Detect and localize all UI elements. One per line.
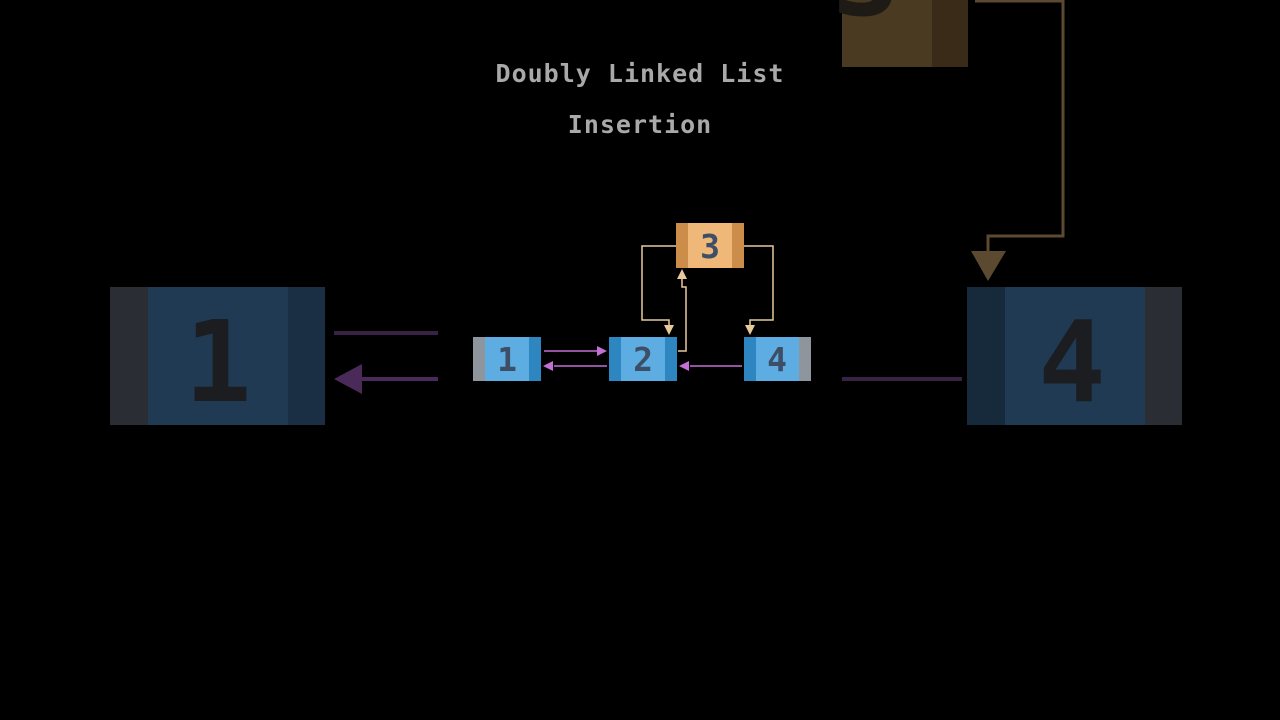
background-insert-arrowhead-icon: [971, 251, 1006, 281]
background-node-3: 3: [832, 0, 968, 67]
page-subtitle: Insertion: [567, 110, 713, 139]
node-3-body: [688, 223, 732, 268]
background-node-1-prev-cell: [110, 287, 148, 425]
background-node-1-body: [148, 287, 288, 425]
background-node-3-next-cell: [932, 0, 968, 67]
background-node-3-body: [842, 0, 932, 67]
next-arrowhead-1-to-2-icon: [597, 346, 607, 356]
node-1-next-pointer: [529, 337, 541, 381]
node-1-body: [485, 337, 529, 381]
background-node-4-label: 4: [1038, 298, 1105, 428]
node-2-label: 2: [633, 340, 653, 379]
node-2: 2: [609, 337, 677, 381]
background-prev-arrowhead-icon: [334, 364, 362, 394]
background-node-4-prev-cell: [967, 287, 1005, 425]
background-insert-link: [975, 0, 1065, 255]
node-4-next-pointer: [799, 337, 811, 381]
background-node-1-label: 1: [184, 298, 251, 428]
background-node-1-next-cell: [288, 287, 325, 425]
node-2-body: [621, 337, 665, 381]
node-4-label: 4: [767, 340, 787, 379]
node-3-next-pointer: [732, 223, 744, 268]
node-1-label: 1: [497, 340, 517, 379]
insert-prev-link-3-to-2: [641, 245, 676, 326]
page-title: Doubly Linked List: [495, 59, 785, 88]
background-node-4-body: [1005, 287, 1145, 425]
insert-link-arrowhead-icon: [745, 325, 755, 335]
node-3-label: 3: [700, 227, 720, 266]
background-node-3-label: 3: [832, 0, 899, 42]
insert-next-arrowhead-icon: [677, 269, 687, 279]
background-node-4-next-cell: [1145, 287, 1182, 425]
node-4-body: [756, 337, 799, 381]
insert-next-link-2-to-3: [678, 279, 687, 352]
node-3: 3: [676, 223, 744, 268]
node-2-prev-pointer: [609, 337, 621, 381]
node-3-prev-pointer: [676, 223, 688, 268]
node-4-prev-pointer: [744, 337, 756, 381]
node-4: 4: [744, 337, 811, 381]
node-1-prev-pointer: [473, 337, 485, 381]
prev-arrowhead-2-to-1-icon: [543, 361, 553, 371]
prev-arrowhead-4-to-2-icon: [679, 361, 689, 371]
background-node-4: 4: [967, 287, 1182, 428]
node-1: 1: [473, 337, 541, 381]
background-node-1: 1: [110, 287, 325, 428]
insert-prev-arrowhead-icon: [664, 325, 674, 335]
node-2-next-pointer: [665, 337, 677, 381]
insert-link-3-to-4: [744, 245, 774, 326]
